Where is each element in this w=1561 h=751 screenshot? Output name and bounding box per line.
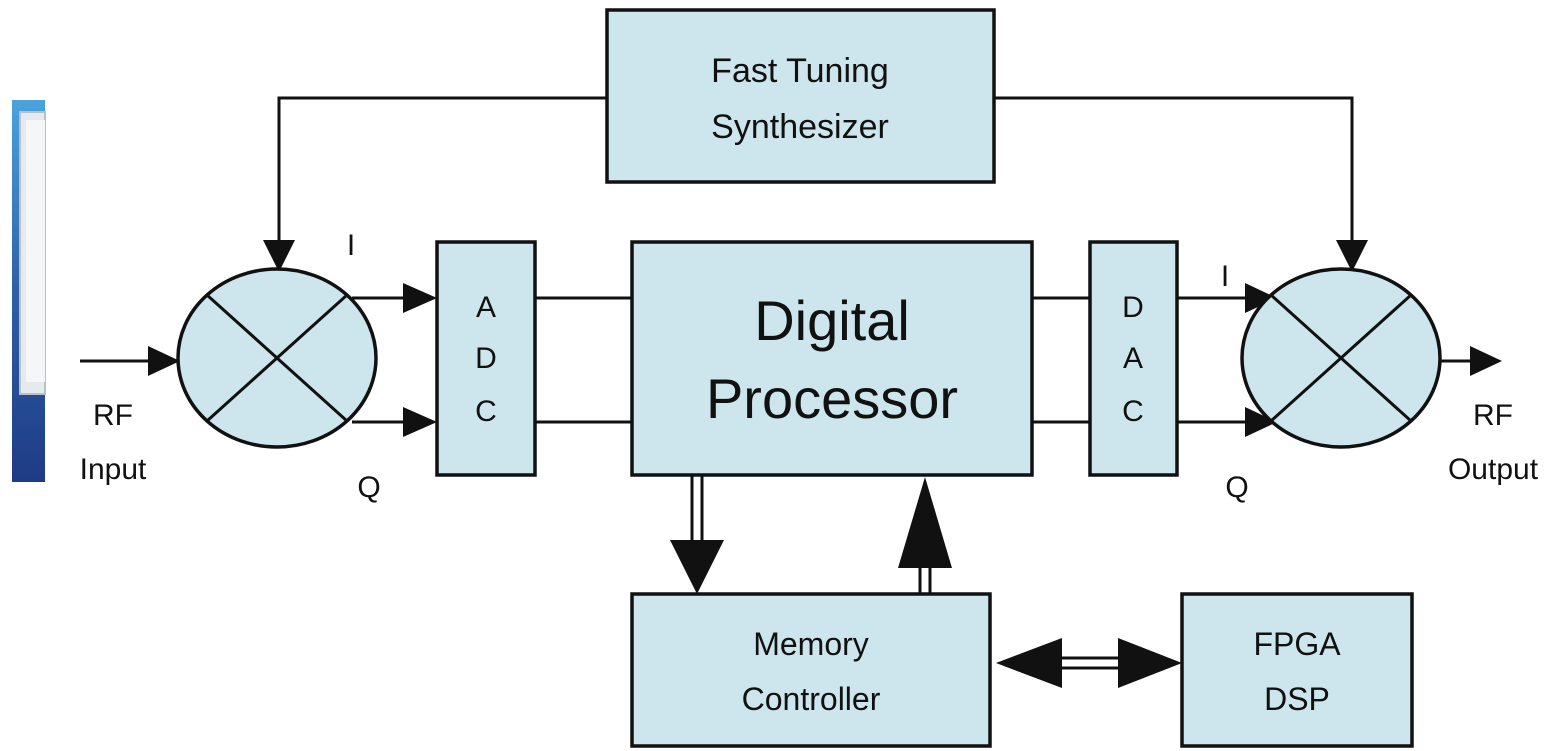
fpga-label-line2: DSP [1264,681,1330,717]
right-i-label: I [1221,260,1229,293]
left-image-fragment [12,100,46,482]
digital-processor-line2: Processor [706,367,958,430]
arrow-rf-input [148,346,180,376]
adc-letter-3: C [475,395,497,428]
rf-output-label-2: Output [1448,453,1539,486]
adc-letter-1: A [476,291,496,324]
left-mixer [176,267,378,449]
connectors [80,96,1470,670]
dac-block: D A C [1088,240,1179,477]
synth-label-line1: Fast Tuning [711,52,889,90]
arrowheads [148,240,1502,688]
memory-label-line1: Memory [753,626,869,662]
arrow-memory-to-fpga [1118,638,1182,688]
arrow-synth-to-right-mixer [1336,240,1368,272]
signal-labels: RF Input RF Output I Q I Q [80,229,1539,504]
arrow-right-i [1245,283,1277,313]
right-mixer [1240,267,1442,449]
arrow-left-i [403,283,437,313]
dac-letter-1: D [1122,291,1144,324]
rf-input-label-1: RF [93,399,133,432]
right-q-label: Q [1225,471,1248,504]
rf-output-label-1: RF [1473,399,1513,432]
left-i-label: I [347,229,355,262]
digital-processor-line1: Digital [754,289,910,352]
synth-label-line2: Synthesizer [711,108,889,146]
memory-label-line2: Controller [742,681,881,717]
left-q-label: Q [357,471,380,504]
rf-input-label-2: Input [80,453,147,486]
fpga-dsp-block: FPGA DSP [1180,592,1414,748]
adc-block: A D C [435,240,537,477]
arrow-right-q [1245,407,1277,437]
fast-tuning-synthesizer-block: Fast Tuning Synthesizer [605,8,996,184]
dac-letter-2: A [1123,342,1143,375]
arrow-left-q [403,407,437,437]
adc-letter-2: D [475,342,497,375]
arrow-synth-to-left-mixer [263,240,295,272]
fpga-label-line1: FPGA [1253,626,1341,662]
arrow-fpga-to-memory [996,638,1062,688]
dac-letter-3: C [1122,395,1144,428]
digital-processor-block: Digital Processor [630,240,1034,477]
arrow-digital-to-memory [670,540,724,594]
memory-controller-block: Memory Controller [630,592,992,748]
arrow-memory-to-digital [898,477,952,568]
arrow-rf-output [1470,346,1502,376]
